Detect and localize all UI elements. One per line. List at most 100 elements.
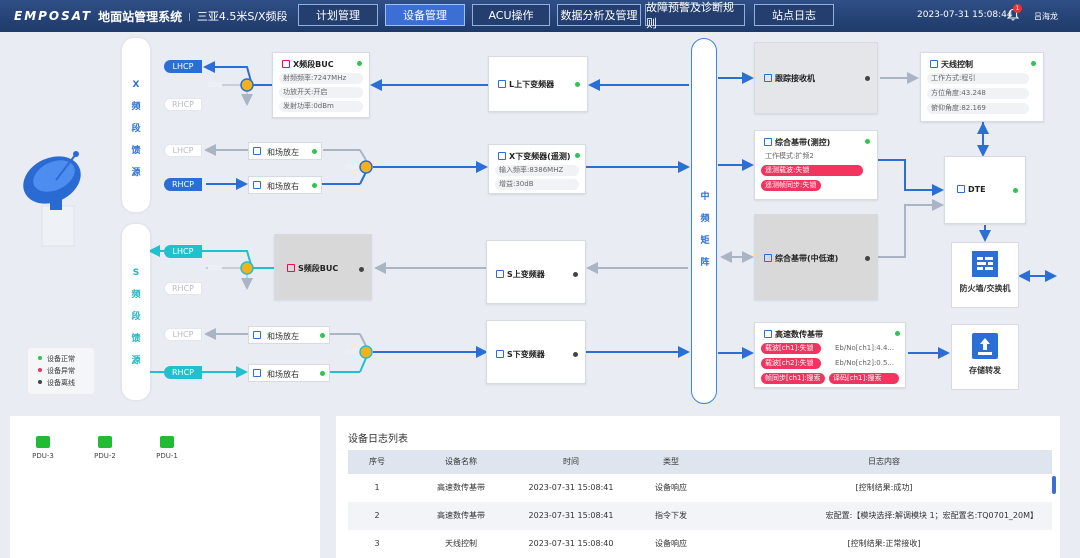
table-row[interactable]: 3 天线控制 2023-07-31 15:08:40 设备响应 [控制结果:正常…	[374, 539, 921, 548]
device-icon	[764, 138, 772, 146]
status-dot	[320, 371, 325, 376]
pdu-card-2[interactable]: PDU-2	[82, 430, 128, 474]
tab-acu-operation[interactable]: ACU操作	[472, 4, 550, 26]
antenna-work-mode: 工作方式:程引	[927, 73, 1029, 84]
status-dot	[573, 352, 578, 357]
device-icon	[930, 60, 938, 68]
l-band-converter[interactable]: L上下变频器	[488, 56, 588, 112]
x-lna-left[interactable]: 和场放左	[248, 142, 322, 160]
device-icon	[253, 181, 261, 189]
x-band-buc[interactable]: X频段BUC 射频频率:7247MHz 功放开关:开启 发射功率:0dBm	[272, 52, 370, 118]
site-subtitle: 三亚4.5米S/X频段	[196, 10, 288, 23]
baseband-work-mode: 工作模式:扩频2	[765, 152, 814, 160]
carrier-ch1-status: 载波[ch1]:失锁	[761, 343, 821, 354]
s-rhcp-rx-port[interactable]: RHCP	[164, 366, 202, 379]
matrix-label-2: 频	[700, 214, 710, 224]
title-separator: |	[188, 11, 191, 21]
integrated-baseband-mid[interactable]: 综合基带(中低速)	[754, 214, 878, 300]
x-down-input-freq: 输入频率:8386MHZ	[495, 165, 579, 176]
tab-data-analysis[interactable]: 数据分析及管理	[557, 4, 641, 26]
user-name[interactable]: 吕海龙	[1034, 12, 1058, 21]
high-speed-baseband[interactable]: 高速数传基带 载波[ch1]:失锁 Eb/No[ch1]:4.4... 载波[c…	[754, 322, 906, 388]
device-log-panel: 设备日志列表 序号 设备名称 时间 类型 日志内容 1 高速数传基带 2023-…	[336, 416, 1060, 558]
table-row[interactable]: 2 高速数传基带 2023-07-31 15:08:41 指令下发 宏配置:【模…	[348, 502, 1052, 530]
firewall-label: 防火墙/交换机	[959, 284, 1011, 293]
pdu-icon	[98, 436, 112, 448]
s-feed-label-3: 段	[131, 312, 141, 322]
device-icon	[764, 254, 772, 262]
tracking-receiver[interactable]: 跟踪接收机	[754, 42, 878, 114]
device-icon	[496, 350, 504, 358]
x-lhcp-rx-port[interactable]: LHCP	[164, 144, 202, 157]
s-lhcp-port[interactable]: LHCP	[164, 245, 202, 258]
topology-links	[148, 61, 1057, 378]
x-lna-right[interactable]: 和场放右	[248, 176, 322, 194]
status-dot	[865, 139, 870, 144]
legend-dot-offline	[38, 380, 42, 384]
x-buc-title: X频段BUC	[293, 60, 334, 69]
s-rhcp-port[interactable]: RHCP	[164, 282, 202, 295]
carrier-ch2-status: 载波[ch2]:失锁	[761, 358, 821, 369]
ebno-ch2: Eb/No[ch2]:0.5...	[835, 359, 895, 367]
table-row[interactable]: 1 高速数传基带 2023-07-31 15:08:41 设备响应 [控制结果:…	[374, 483, 913, 492]
legend-dot-normal	[38, 356, 42, 360]
status-dot	[312, 149, 317, 154]
status-dot	[865, 256, 870, 261]
antenna-elevation: 俯仰角度:82.169	[927, 103, 1029, 114]
if-matrix[interactable]: 中 频 矩 阵	[691, 38, 717, 404]
x-feed-label-5: 源	[131, 168, 141, 178]
s-up-converter[interactable]: S上变频器	[486, 240, 586, 304]
status-dot	[320, 333, 325, 338]
firewall-switch[interactable]: 防火墙/交换机	[951, 242, 1019, 308]
status-dot	[575, 82, 580, 87]
storage-label: 存储转发	[969, 366, 1001, 375]
s-lhcp-rx-port[interactable]: LHCP	[164, 328, 202, 341]
s-down-converter[interactable]: S下变频器	[486, 320, 586, 384]
status-dot	[359, 267, 364, 272]
x-lhcp-port[interactable]: LHCP	[164, 60, 202, 73]
x-feed-label-3: 段	[131, 124, 141, 134]
datetime: 2023-07-31 15:08:44	[917, 10, 1013, 20]
log-scrollbar[interactable]	[1052, 476, 1056, 494]
legend-dot-abnormal	[38, 368, 42, 372]
matrix-label-3: 矩	[700, 236, 710, 246]
tab-fault-warning[interactable]: 故障预警及诊断规则	[645, 1, 745, 30]
x-down-gain: 增益:30dB	[495, 179, 579, 190]
integrated-baseband-tc[interactable]: 综合基带(测控) 工作模式:扩频2 遥测载波:失锁 遥测帧同步:失锁	[754, 130, 878, 200]
telemetry-frame-sync-status: 遥测帧同步:失锁	[761, 180, 821, 191]
pdu-card-3[interactable]: PDU-3	[20, 430, 66, 474]
x-rhcp-port[interactable]: RHCP	[164, 98, 202, 111]
tab-device-management[interactable]: 设备管理	[385, 4, 465, 26]
satellite-dish-icon	[23, 151, 81, 247]
device-icon	[498, 80, 506, 88]
matrix-label-4: 阵	[700, 258, 710, 268]
decode-ch1-status: 译码[ch1]:搜索	[829, 373, 899, 384]
device-icon	[253, 331, 261, 339]
matrix-label-1: 中	[700, 192, 710, 202]
status-dot	[357, 61, 362, 66]
s-band-buc[interactable]: S频段BUC	[274, 234, 372, 300]
dte[interactable]: DTE	[944, 156, 1026, 224]
s-feed-label-5: 源	[131, 356, 141, 366]
x-feed-label-4: 馈	[131, 146, 141, 156]
device-icon	[957, 185, 965, 193]
status-dot	[865, 76, 870, 81]
device-icon	[764, 330, 772, 338]
frame-sync-ch1-status: 帧同步[ch1]:搜索	[761, 373, 825, 384]
log-title: 设备日志列表	[348, 434, 408, 445]
pdu-icon	[36, 436, 50, 448]
x-rhcp-rx-port[interactable]: RHCP	[164, 178, 202, 191]
x-down-converter[interactable]: X下变频器(遥测) 输入频率:8386MHZ 增益:30dB	[488, 144, 586, 194]
log-table-header: 序号 设备名称 时间 类型 日志内容	[348, 450, 1052, 474]
system-title: 地面站管理系统	[98, 9, 183, 24]
pdu-card-1[interactable]: PDU-1	[144, 430, 190, 474]
status-legend: 设备正常 设备异常 设备离线	[28, 348, 94, 394]
storage-forward[interactable]: 存储转发	[951, 324, 1019, 390]
antenna-control[interactable]: 天线控制 工作方式:程引 方位角度:43.248 俯仰角度:82.169	[920, 52, 1044, 122]
tab-plan-management[interactable]: 计划管理	[298, 4, 378, 26]
s-lna-right[interactable]: 和场放右	[248, 364, 330, 382]
s-lna-left[interactable]: 和场放左	[248, 326, 330, 344]
x-buc-tx-power: 发射功率:0dBm	[279, 101, 363, 112]
device-icon	[764, 74, 772, 82]
tab-site-log[interactable]: 站点日志	[754, 4, 834, 26]
